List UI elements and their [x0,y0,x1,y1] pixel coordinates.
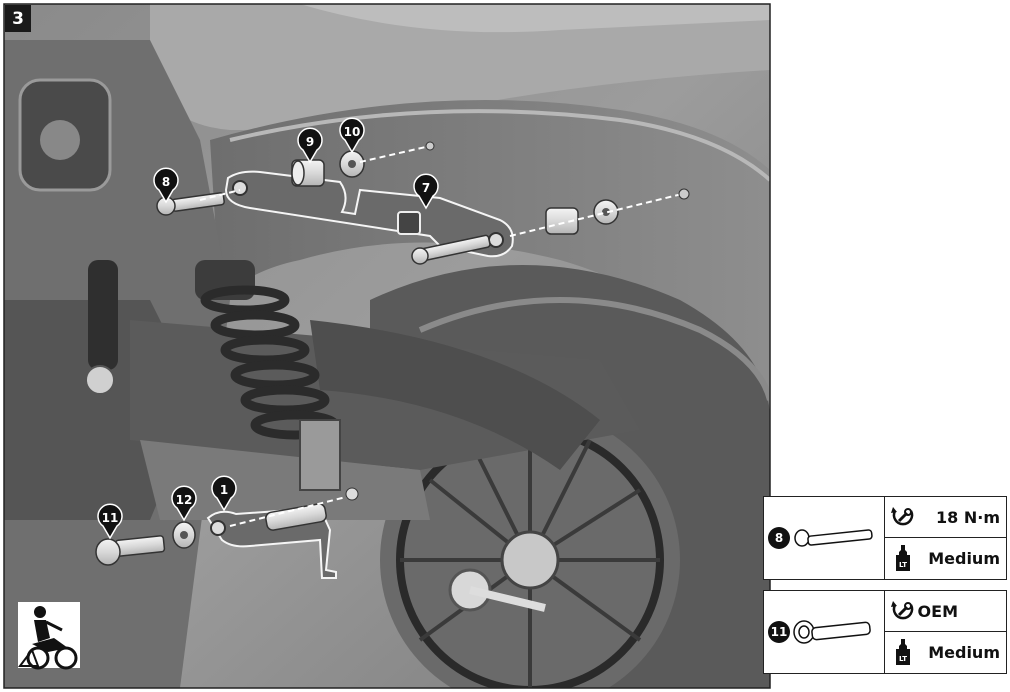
lower-bracket-part-1 [206,503,337,579]
callout-part-1: 1 [211,475,237,512]
callout-part-7: 7 [413,173,439,210]
callout-label: 1 [220,483,228,497]
callout-label: 12 [176,493,193,507]
torque-value: 18 N·m [936,507,1000,527]
callout-part-8: 8 [153,167,179,204]
callout-label: 9 [306,135,314,149]
spacer-part-9 [291,159,325,187]
spec-part-number: 11 [768,621,790,643]
callout-part-12: 12 [171,485,197,522]
spec-part-illustration: 8 [764,497,885,579]
bolt-part-8-lower [411,234,491,265]
threadlocker-bottle-icon: LT [896,639,910,665]
bolt-illustration [794,529,873,547]
mechanic-on-motorcycle-icon [18,602,80,670]
torque-value: OEM [917,601,958,621]
upper-bracket-part-7 [224,170,514,258]
bolt-illustration [793,620,871,644]
callout-label: 11 [102,511,119,525]
torque-wrench-icon [891,507,914,526]
threadlocker-bottle-icon: LT [896,545,910,571]
torque-wrench-icon [891,601,914,620]
callout-part-9: 9 [297,127,323,164]
spec-row-threadlock: LT Medium [885,538,1006,578]
threadlock-label: LT [899,561,907,569]
spec-row-torque: OEM [885,591,1006,632]
motorcycle-photo [4,4,770,688]
spec-box-bolt-8: 8 18 N·m LT Medium [763,496,1007,580]
bolt-part-11 [95,535,166,566]
step-number: 3 [5,5,31,32]
spec-box-bolt-11: 11 OEM LT Medium [763,590,1007,674]
spec-part-illustration: 11 [764,591,885,673]
washer-part-12 [172,521,196,549]
threadlock-value: Medium [928,642,1000,662]
callout-label: 10 [344,125,361,139]
callout-part-10: 10 [339,117,365,154]
spec-row-threadlock: LT Medium [885,632,1006,672]
callout-part-11: 11 [97,503,123,540]
threadlock-label: LT [899,655,907,663]
washer-part-10 [339,150,365,178]
spec-row-torque: 18 N·m [885,497,1006,538]
threadlock-value: Medium [928,548,1000,568]
callout-label: 7 [422,181,430,195]
callout-label: 8 [162,175,170,189]
spec-part-number: 8 [768,527,790,549]
